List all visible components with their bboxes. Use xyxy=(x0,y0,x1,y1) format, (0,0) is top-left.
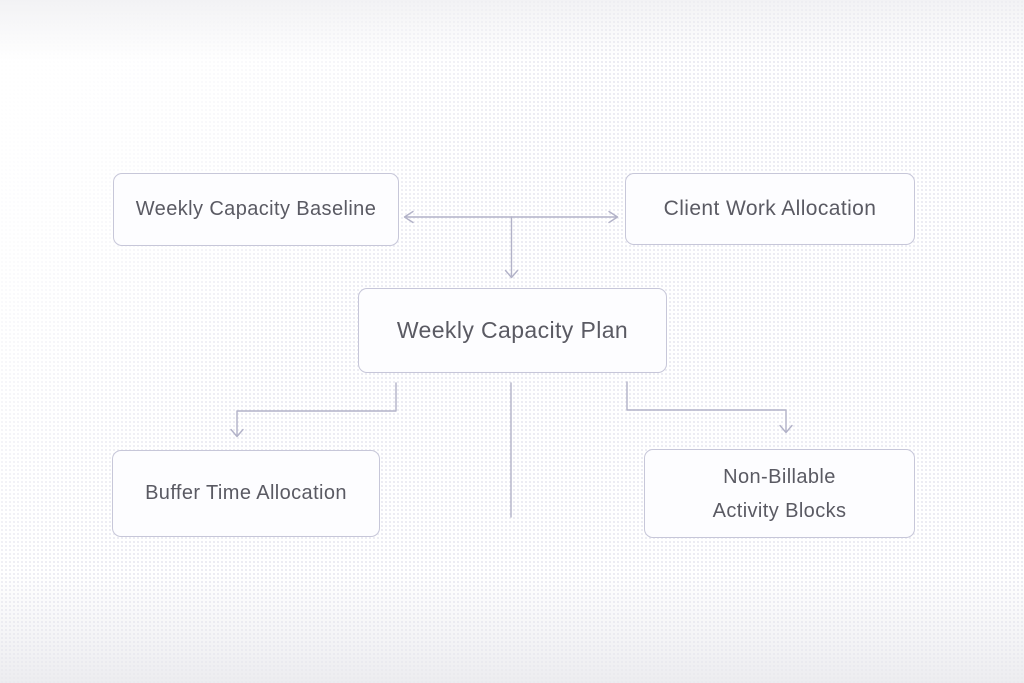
node-label: Weekly Capacity Plan xyxy=(396,317,629,343)
node-label: Buffer Time Allocation xyxy=(145,482,347,504)
edge-plan-to-nonbillable-arrow xyxy=(626,381,793,434)
node-label-line2: Activity Blocks xyxy=(712,499,847,522)
node-label-line1: Non-Billable xyxy=(723,465,836,488)
node-non-billable-activity-blocks[interactable]: Non-Billable Activity Blocks xyxy=(644,449,915,538)
node-label: Client Work Allocation xyxy=(663,197,877,220)
edge-plan-to-buffer-arrow xyxy=(230,382,397,438)
node-label: Weekly Capacity Baseline xyxy=(135,198,377,220)
node-weekly-capacity-plan[interactable]: Weekly Capacity Plan xyxy=(358,288,667,373)
node-buffer-time-allocation[interactable]: Buffer Time Allocation xyxy=(112,450,380,537)
node-weekly-capacity-baseline[interactable]: Weekly Capacity Baseline xyxy=(113,173,399,246)
node-client-work-allocation[interactable]: Client Work Allocation xyxy=(625,173,915,245)
edge-midpoint-to-plan-arrow xyxy=(504,216,519,279)
